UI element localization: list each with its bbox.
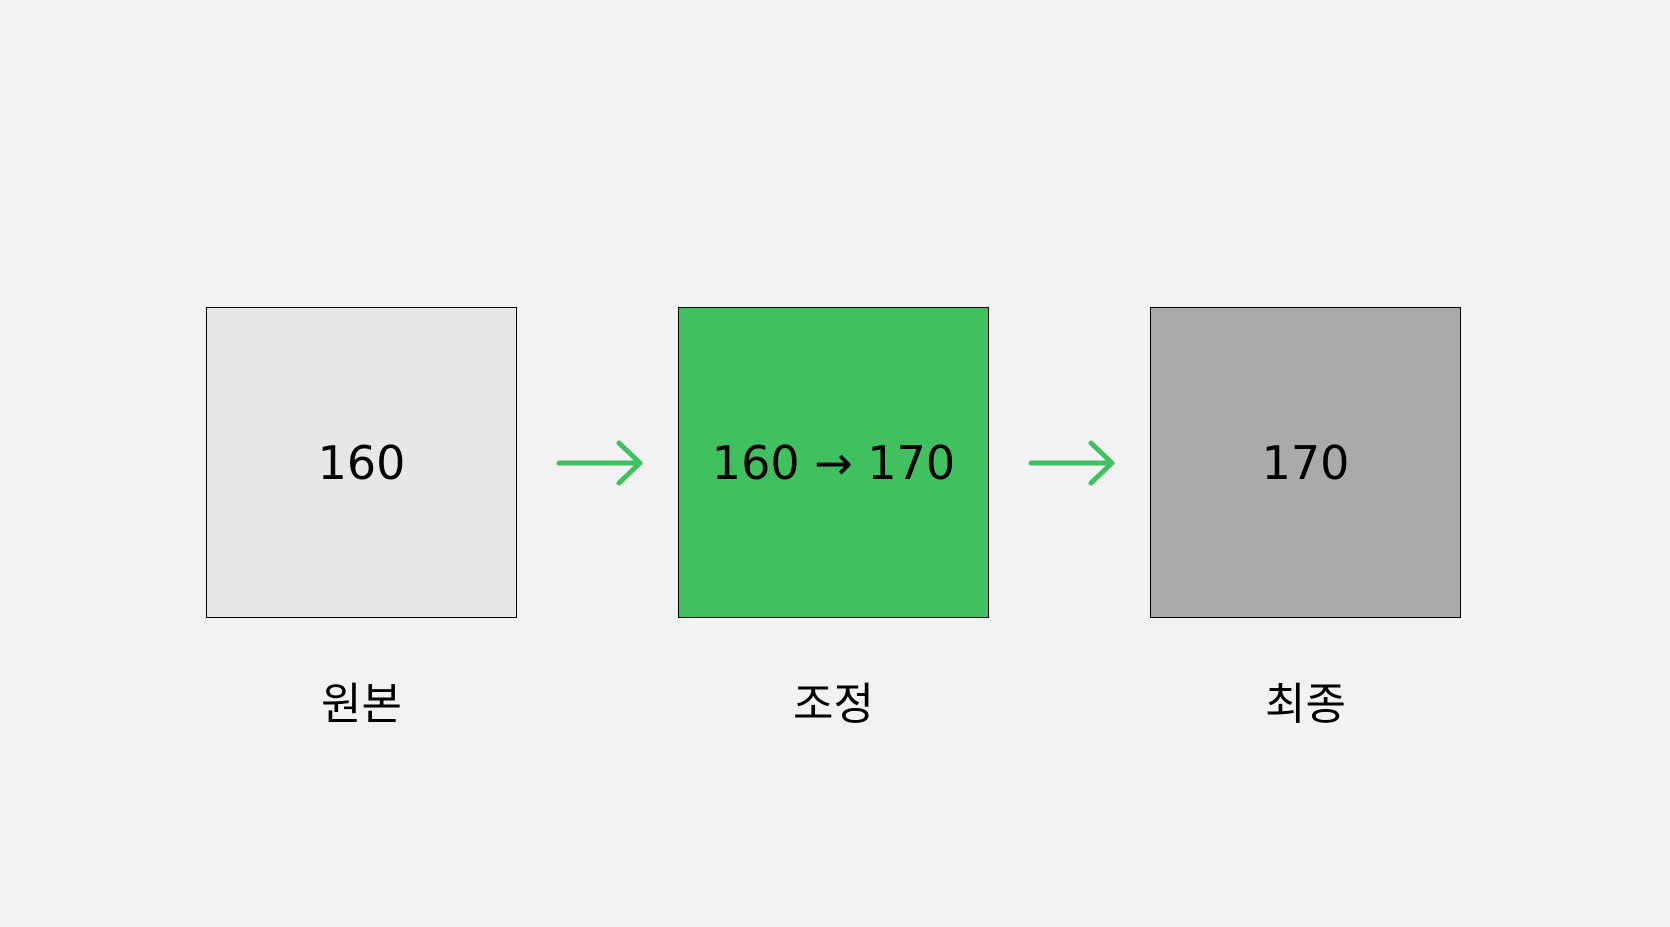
arrow-right-icon [1028, 440, 1115, 486]
adjusted-value: 160 → 170 [711, 435, 956, 490]
adjusted-label: 조정 [793, 679, 874, 730]
arrow-right-icon [556, 440, 643, 486]
original-box: 160 [206, 307, 517, 618]
adjusted-box: 160 → 170 [678, 307, 989, 618]
original-value: 160 [317, 435, 406, 490]
final-value: 170 [1261, 435, 1350, 490]
original-label: 원본 [321, 679, 402, 730]
final-box: 170 [1150, 307, 1461, 618]
final-label: 최종 [1265, 679, 1346, 730]
